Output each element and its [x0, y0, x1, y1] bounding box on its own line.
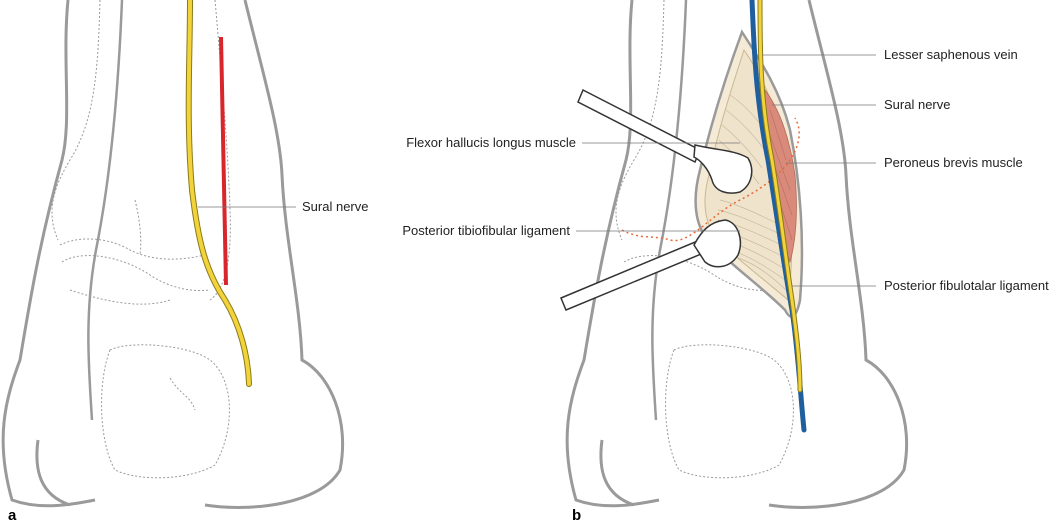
panel-b: Lesser saphenous vein Sural nerve Flexor…	[402, 0, 1049, 524]
bones-dotted-a	[51, 0, 231, 479]
label-posterior-fibulotalar-ligament: Posterior fibulotalar ligament	[884, 278, 1049, 293]
label-flexor-hallucis-longus: Flexor hallucis longus muscle	[406, 135, 576, 150]
retractor-upper	[577, 88, 753, 194]
incision-line	[219, 36, 228, 286]
sural-nerve-a-fill	[186, 0, 251, 386]
achilles-line-a	[87, 0, 124, 421]
panel-letter-a: a	[8, 507, 17, 524]
label-lesser-saphenous-vein: Lesser saphenous vein	[884, 47, 1018, 62]
sural-nerve-a	[185, 0, 252, 387]
panel-a: Sural nerve a	[1, 0, 368, 524]
label-sural-nerve-a: Sural nerve	[302, 199, 368, 214]
bones-dotted-b	[615, 0, 794, 479]
achilles-line-b	[651, 0, 688, 421]
retractor-lower	[560, 219, 742, 311]
ligament-fibers	[717, 94, 789, 293]
heel-outline-b	[599, 439, 635, 507]
leg-outline-a	[1, 0, 345, 509]
sural-nerve-b-fill	[758, 0, 802, 392]
label-sural-nerve-b: Sural nerve	[884, 97, 950, 112]
heel-outline-a	[35, 439, 71, 507]
label-posterior-tibiofibular-ligament: Posterior tibiofibular ligament	[402, 223, 570, 238]
ligament-dotted-outline	[621, 117, 800, 242]
panel-letter-b: b	[572, 507, 581, 524]
label-peroneus-brevis: Peroneus brevis muscle	[884, 155, 1023, 170]
leaders-b	[576, 54, 876, 287]
